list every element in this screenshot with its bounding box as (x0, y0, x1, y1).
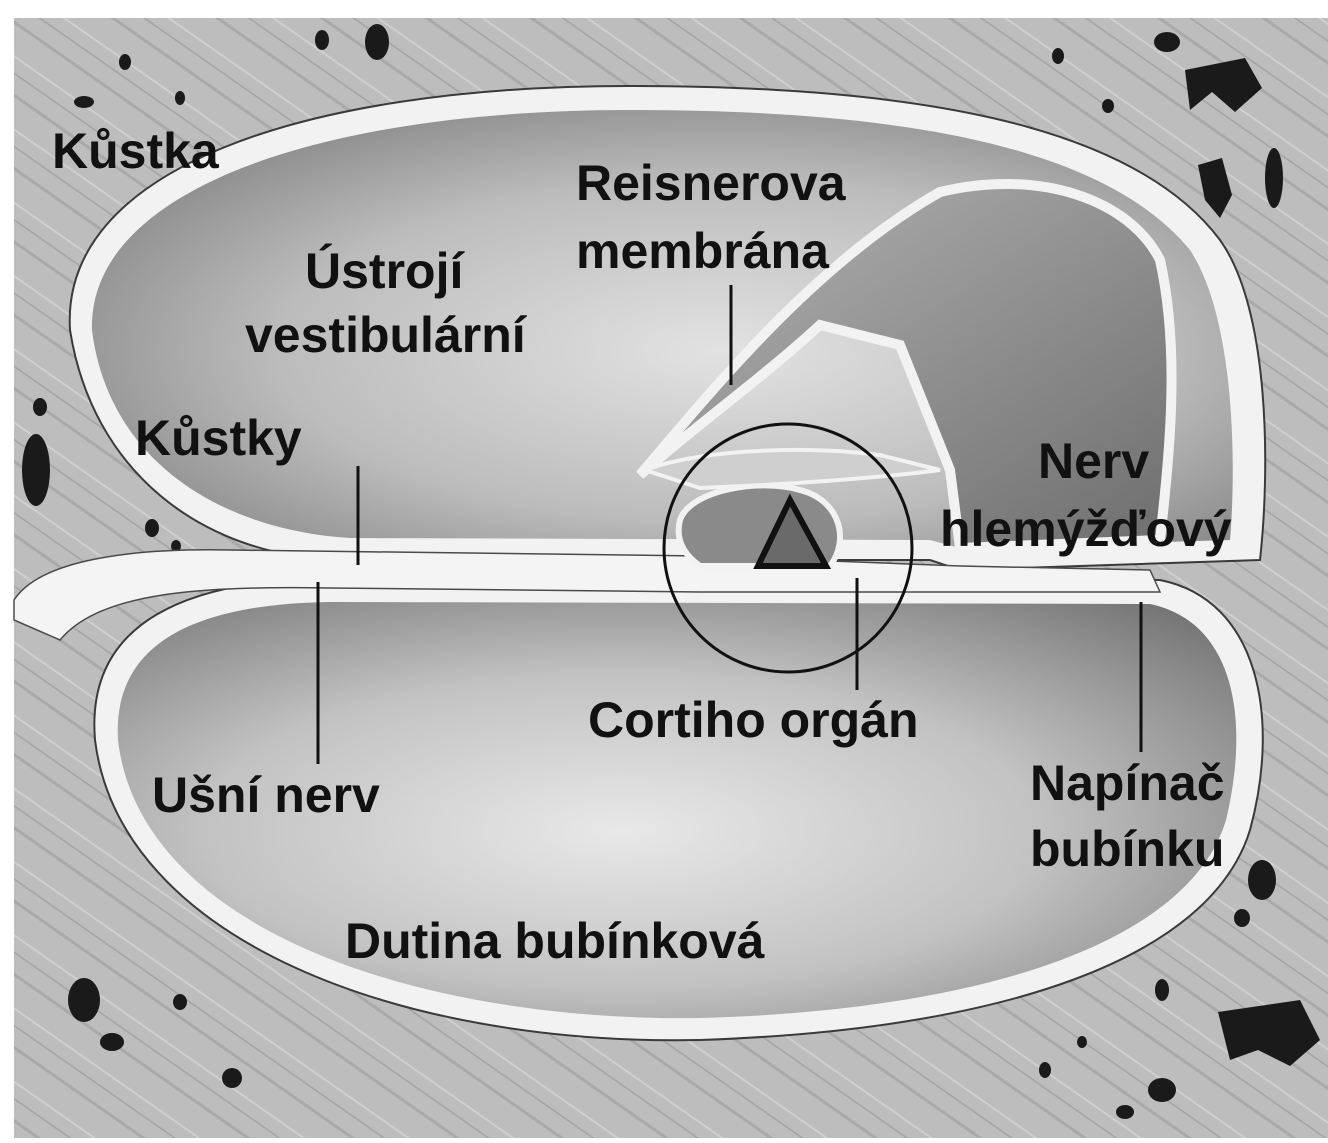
label-reisnerova-line2: membrána (576, 223, 830, 279)
label-kustka: Kůstka (52, 123, 220, 179)
label-napinac-line2: bubínku (1030, 821, 1224, 877)
label-ustroji-line2: vestibulární (245, 307, 528, 363)
label-napinac-line1: Napínač (1030, 755, 1225, 811)
label-reisnerova-line1: Reisnerova (576, 155, 847, 211)
label-usni-nerv: Ušní nerv (152, 767, 380, 823)
label-ustroji-line1: Ústrojí (305, 243, 465, 299)
label-nerv-line2: hlemýžďový (940, 501, 1232, 557)
label-nerv-line1: Nerv (1038, 433, 1149, 489)
label-cortiho-organ: Cortiho orgán (588, 692, 919, 748)
label-dutina-bubinkova: Dutina bubínková (345, 913, 765, 969)
label-kustky: Kůstky (135, 410, 302, 466)
